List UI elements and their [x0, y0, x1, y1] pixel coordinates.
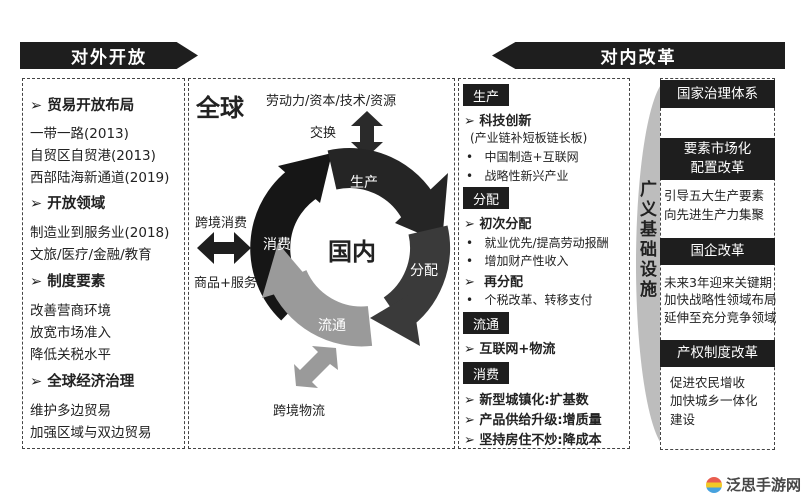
- arrowhead-circulation: [262, 243, 312, 298]
- reform-title: 要素市场化配置改革: [660, 138, 775, 180]
- domestic-label: 国内: [328, 238, 376, 266]
- banner-domestic-reform: 对内改革: [492, 42, 785, 69]
- item: ➢ 产品供给升级:增质量: [464, 413, 602, 428]
- list-item: 自贸区自贸港(2013): [30, 148, 156, 164]
- list-item: 改善营商环境: [30, 303, 111, 319]
- reform-line: 建设: [670, 412, 696, 427]
- reform-line: 引导五大生产要素: [664, 188, 765, 203]
- item: ➢ 互联网+物流: [464, 342, 556, 357]
- cross-logistics-arrow-icon: [294, 346, 338, 388]
- tag-circulation: 流通: [463, 312, 510, 334]
- arrowhead-production: [395, 173, 448, 243]
- consumption-label: 消费: [263, 237, 291, 253]
- apple-logo-icon: [706, 476, 722, 493]
- arrowhead-distribution: [370, 293, 420, 346]
- item: ➢ 新型城镇化:扩基数: [464, 393, 589, 408]
- item: • 中国制造+互联网: [466, 150, 579, 164]
- reform-title: 国家治理体系: [660, 80, 775, 108]
- infrastructure-label: 广义基础设施: [640, 180, 657, 300]
- cycle-panel: [188, 78, 455, 449]
- item: ➢ 初次分配: [464, 217, 532, 232]
- production-label: 生产: [350, 175, 378, 191]
- section-title: ➢ 制度要素: [30, 274, 106, 290]
- reform-line: 向先进生产力集聚: [664, 207, 765, 222]
- exchange-arrow-icon: [351, 111, 383, 157]
- domestic-panel: [458, 78, 630, 449]
- section-title: ➢ 贸易开放布局: [30, 98, 135, 114]
- tag-distribution: 分配: [463, 187, 510, 209]
- watermark-logo: 泛思手游网: [706, 474, 801, 495]
- section-title: ➢ 开放领域: [30, 196, 106, 212]
- item: ➢ 再分配: [464, 275, 523, 290]
- banner-label: 对内改革: [600, 48, 677, 68]
- goods-services-label: 商品+服务: [194, 276, 257, 291]
- cross-consumption-arrow-icon: [197, 232, 251, 264]
- cross-logistics-label: 跨境物流: [273, 404, 326, 419]
- reform-line: 未来3年迎来关键期: [664, 275, 772, 290]
- list-item: 维护多边贸易: [30, 403, 111, 419]
- reform-line: 促进农民增收: [670, 375, 746, 390]
- item: • 增加财产性收入: [466, 254, 569, 268]
- list-item: 加强区域与双边贸易: [30, 425, 152, 441]
- list-item: 文旅/医疗/金融/教育: [30, 247, 152, 263]
- item: ➢ 坚持房住不炒:降成本: [464, 433, 602, 448]
- cycle-diagram: [197, 111, 450, 388]
- arrowhead-consumption: [278, 153, 332, 203]
- global-label: 全球: [196, 94, 244, 122]
- distribution-label: 分配: [410, 263, 438, 279]
- tag-consumption: 消费: [463, 362, 510, 384]
- watermark-text: 泛思手游网: [726, 476, 802, 494]
- tag-production: 生产: [463, 84, 510, 106]
- reform-line: 延伸至充分竞争领域: [664, 310, 777, 325]
- list-item: 放宽市场准入: [30, 325, 111, 341]
- ring-production: [327, 148, 438, 221]
- opening-panel: [22, 78, 185, 449]
- reform-title: 国企改革: [660, 238, 775, 265]
- exchange-label: 交换: [310, 126, 337, 141]
- reform-title: 产权制度改革: [660, 340, 775, 367]
- list-item: 一带一路(2013): [30, 126, 129, 142]
- item: • 战略性新兴产业: [466, 169, 569, 183]
- factors-label: 劳动力/资本/技术/资源: [266, 94, 397, 109]
- reform-line: 加快战略性领域布局: [664, 292, 777, 307]
- ring-circulation: [269, 269, 373, 347]
- list-item: 西部陆海新通道(2019): [30, 170, 170, 186]
- reform-line: 加快城乡一体化: [670, 393, 758, 408]
- item: (产业链补短板链长板): [470, 131, 588, 145]
- section-title: ➢ 全球经济治理: [30, 374, 135, 390]
- item: • 个税改革、转移支付: [466, 293, 593, 307]
- banner-label: 对外开放: [71, 48, 147, 68]
- list-item: 制造业到服务业(2018): [30, 225, 170, 241]
- item: • 就业优先/提高劳动报酬: [466, 236, 609, 250]
- cross-consumption-label: 跨境消费: [195, 216, 248, 231]
- list-item: 降低关税水平: [30, 347, 111, 363]
- circulation-label: 流通: [318, 318, 346, 334]
- item: ➢ 科技创新: [464, 114, 532, 129]
- banner-external-opening: 对外开放: [20, 42, 198, 69]
